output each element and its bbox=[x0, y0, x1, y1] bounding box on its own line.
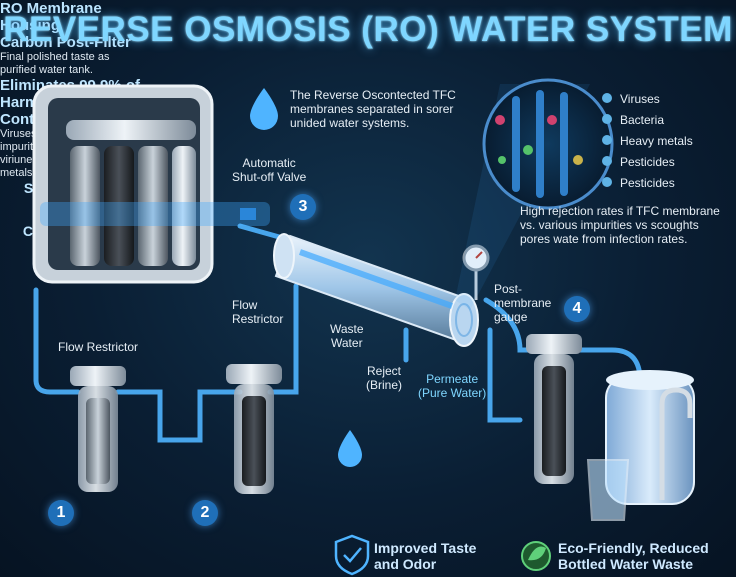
label-line: gauge bbox=[494, 310, 528, 324]
label-line: Reject bbox=[367, 364, 402, 378]
label-line: Flow bbox=[232, 298, 258, 312]
intro-line: unided water systems. bbox=[290, 116, 410, 130]
faucet bbox=[659, 387, 693, 500]
label-line: Post- bbox=[494, 282, 523, 296]
impurity-pesticides: Pesticides bbox=[620, 155, 675, 169]
rejection-line: vs. various impurities vs scoughts bbox=[520, 218, 699, 232]
membrane-zoom-circle bbox=[482, 78, 614, 210]
carbon-post-filter-title: Carbon Post-Filter bbox=[0, 34, 131, 51]
auto-shutoff-label: Automatic Shut-off Valve bbox=[232, 156, 306, 184]
rejection-line: pores wate from infection rates. bbox=[520, 232, 688, 246]
step-2-badge: 2 bbox=[192, 500, 218, 526]
permeate-label: Permeate (Pure Water) bbox=[418, 372, 486, 400]
sediment-filter-housing bbox=[70, 366, 126, 492]
rejection-text: High rejection rates if TFC membrane vs.… bbox=[520, 204, 720, 246]
carbon-pre-filter-housing bbox=[226, 364, 282, 494]
gauge-label: Post- membrane gauge bbox=[494, 282, 551, 324]
flow-restrictor-left-label: Flow Restrictor bbox=[58, 340, 139, 354]
intro-text: The Reverse Oscontected TFC membranes se… bbox=[290, 88, 456, 130]
eco-friendly-label: Eco-Friendly, Reduced Bottled Water Wast… bbox=[558, 540, 709, 572]
glass-of-water bbox=[586, 459, 630, 521]
water-drop-icon bbox=[250, 88, 278, 130]
label-line: and Odor bbox=[374, 556, 437, 572]
shutoff-valve bbox=[240, 208, 256, 220]
bacteria-icon bbox=[602, 114, 612, 124]
impurity-viruses: Viruses bbox=[620, 92, 660, 106]
step-4-badge: 4 bbox=[564, 296, 590, 322]
step-3-badge: 3 bbox=[290, 194, 316, 220]
carbon-post-filter-housing bbox=[526, 334, 582, 484]
waste-water-label: Waste Water bbox=[330, 322, 364, 350]
leaf-icon bbox=[528, 546, 546, 561]
title-line: RO Membrane bbox=[0, 0, 102, 17]
label-line: Shut-off Valve bbox=[232, 170, 307, 184]
membrane-pores bbox=[512, 90, 568, 198]
label-line: Waste bbox=[330, 322, 364, 336]
ro-cabinet-unit bbox=[32, 84, 270, 284]
impurity-heavy-metals: Heavy metals bbox=[620, 134, 693, 148]
desc-line: purified water tank. bbox=[0, 64, 93, 76]
virus-icon bbox=[602, 93, 612, 103]
ro-membrane-housing bbox=[273, 233, 479, 347]
label-line: Restrictor bbox=[232, 312, 284, 326]
label-line: Bottled Water Waste bbox=[558, 556, 694, 572]
desc-line: Final polished taste as bbox=[0, 51, 110, 63]
label-line: (Brine) bbox=[366, 378, 403, 392]
impurity-bacteria: Bacteria bbox=[620, 113, 665, 127]
shield-check-icon bbox=[334, 534, 370, 576]
check-mark-icon bbox=[343, 547, 362, 563]
label-line: Automatic bbox=[242, 156, 296, 170]
reject-label: Reject (Brine) bbox=[366, 364, 402, 392]
label-line: membrane bbox=[494, 296, 552, 310]
pressure-gauge bbox=[462, 244, 490, 300]
label-line: Eco-Friendly, Reduced bbox=[558, 540, 709, 556]
bug-icon bbox=[602, 177, 612, 187]
step-1-badge: 1 bbox=[48, 500, 74, 526]
heavy-metal-icon bbox=[602, 135, 612, 145]
ro-membrane-title: RO Membrane Housing bbox=[0, 0, 736, 34]
water-drop-icon bbox=[338, 430, 362, 467]
rejection-line: High rejection rates if TFC membrane bbox=[520, 204, 720, 218]
carbon-post-filter-desc: Final polished taste as purified water t… bbox=[0, 51, 736, 77]
flask-icon bbox=[602, 156, 612, 166]
impurity-particles bbox=[495, 115, 583, 165]
label-line: Water bbox=[331, 336, 363, 350]
label-line: Permeate bbox=[426, 372, 479, 386]
title-line: Housing bbox=[0, 17, 60, 34]
diagram-title: REVERSE OSMOSIS (RO) WATER SYSTEM bbox=[3, 10, 733, 49]
intro-line: membranes separated in sorer bbox=[290, 102, 454, 116]
intro-line: The Reverse Oscontected TFC bbox=[290, 88, 456, 102]
label-line: Improved Taste bbox=[374, 540, 477, 556]
impurity-pesticides: Pesticides bbox=[620, 176, 675, 190]
improved-taste-label: Improved Taste and Odor bbox=[374, 540, 476, 572]
flow-restrictor-label: Flow Restrictor bbox=[232, 298, 283, 326]
label-line: (Pure Water) bbox=[418, 386, 487, 400]
